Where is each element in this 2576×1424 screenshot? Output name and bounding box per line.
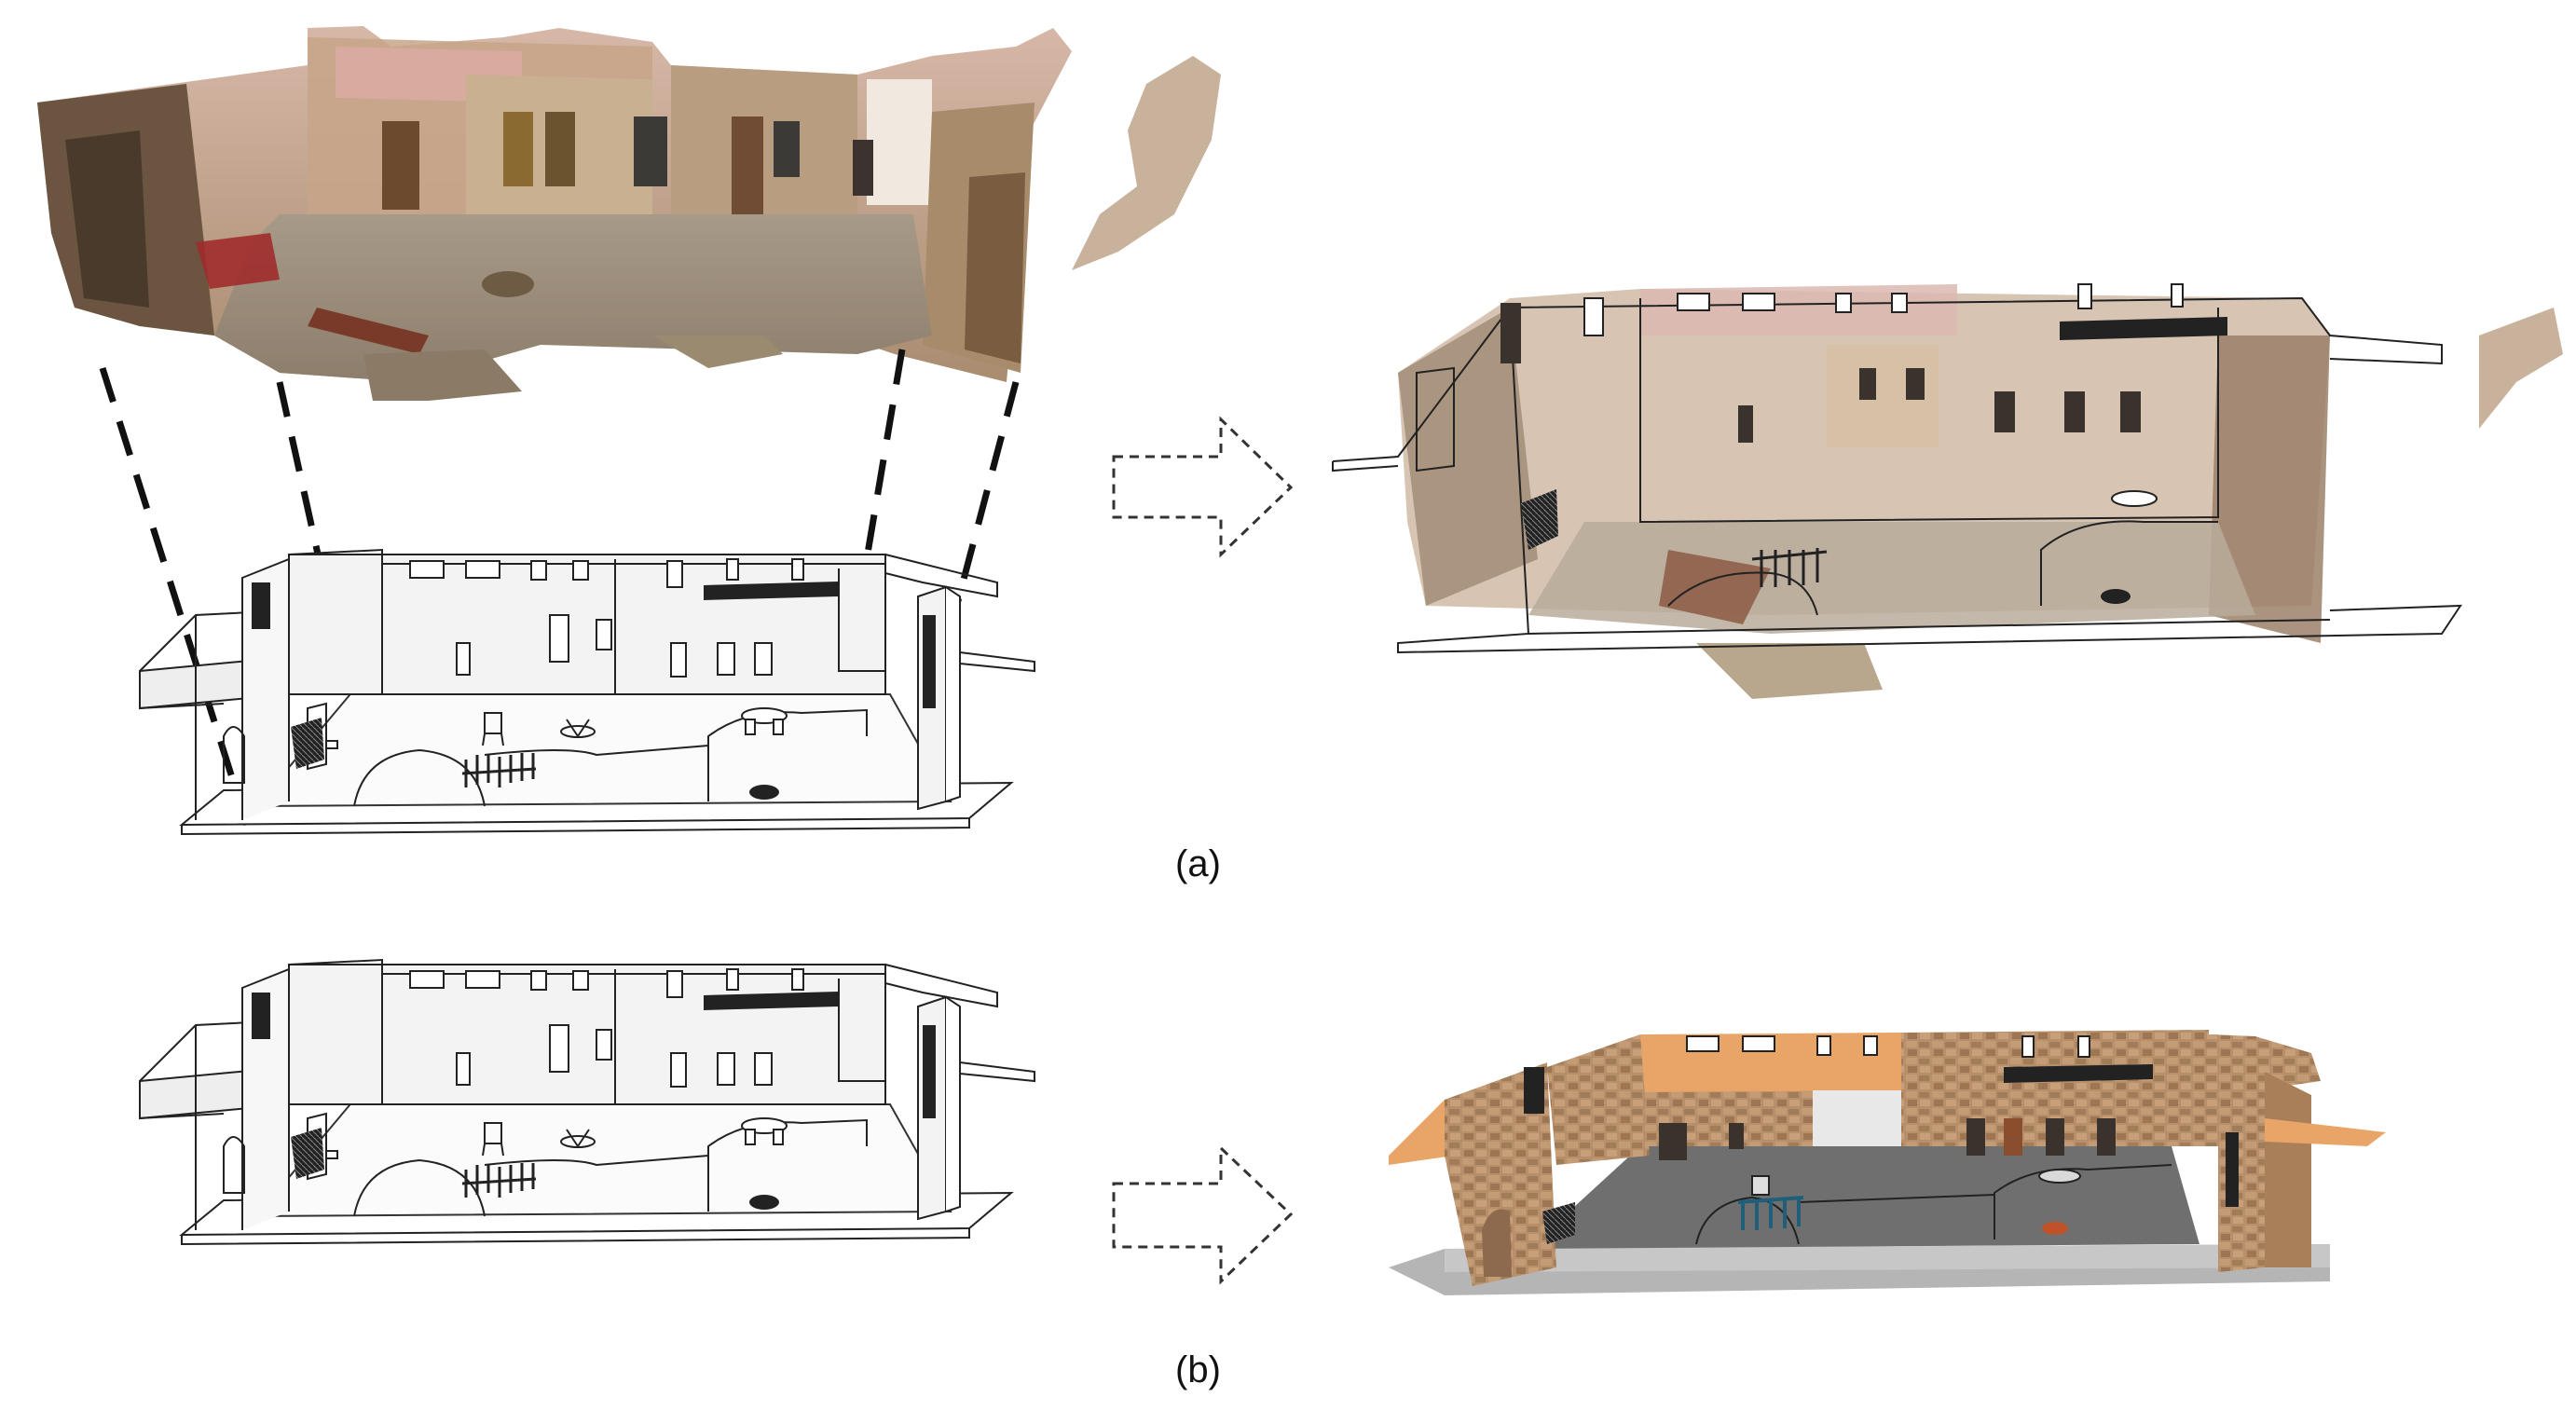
window — [774, 121, 800, 177]
pot-icon — [2101, 589, 2131, 604]
panel-label-a: (a) — [1175, 843, 1221, 884]
table-icon — [741, 707, 788, 735]
left-window — [252, 582, 270, 629]
bim-model-wireframe-b — [138, 958, 1036, 1246]
table-icon — [2038, 1169, 2081, 1184]
dashed-arrow-icon — [1112, 416, 1294, 558]
balcony — [704, 582, 839, 600]
chair-icon — [1737, 1196, 1804, 1230]
door — [382, 121, 419, 210]
right-window — [923, 615, 936, 708]
bench-icon — [1542, 1202, 1575, 1244]
chair-icon — [1751, 1175, 1770, 1196]
dashed-arrow-icon — [1112, 1144, 1294, 1285]
bim-model-wireframe — [139, 548, 1035, 836]
chair-icon — [461, 753, 537, 787]
door — [545, 112, 575, 186]
window — [634, 116, 667, 186]
textured-model — [1389, 1030, 2386, 1295]
pot-icon — [749, 785, 779, 800]
balcony — [2004, 1064, 2153, 1083]
door — [732, 116, 763, 224]
bench-icon — [1521, 489, 1558, 550]
bench-icon — [291, 718, 324, 769]
table-icon — [560, 719, 596, 738]
balcony — [2060, 317, 2227, 340]
door — [503, 112, 533, 186]
panel-label-b: (b) — [1175, 1349, 1221, 1390]
overlay-model — [1332, 280, 2563, 699]
pot-icon — [2042, 1222, 2068, 1235]
point-cloud-scan — [37, 26, 1221, 401]
table-icon — [2111, 490, 2158, 507]
window — [853, 140, 873, 196]
chair-icon — [1751, 548, 1828, 587]
chair-icon — [482, 712, 504, 746]
